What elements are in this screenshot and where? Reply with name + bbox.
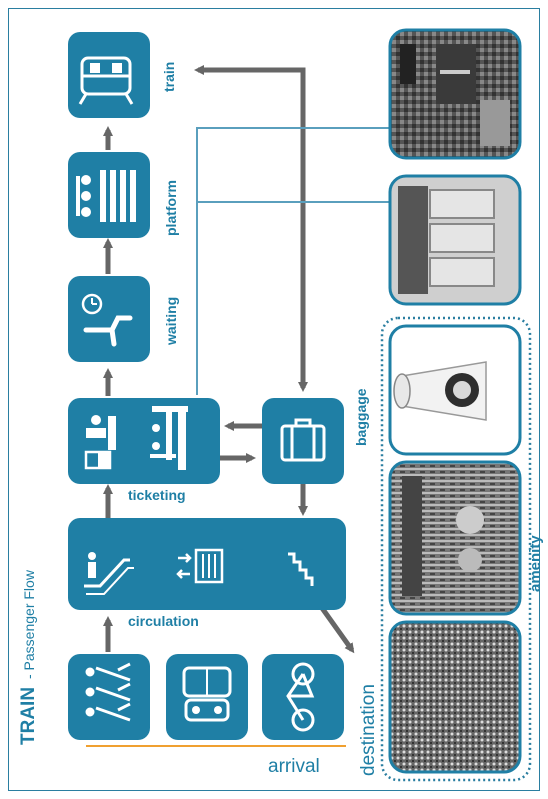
node-baggage: baggage bbox=[262, 388, 369, 484]
diagram-title: TRAIN - Passenger Flow bbox=[18, 569, 39, 745]
fare-gate-icon bbox=[176, 548, 224, 584]
node-train: train bbox=[68, 32, 177, 118]
node-circulation: circulation bbox=[68, 518, 346, 629]
node-waiting: waiting bbox=[68, 276, 179, 362]
node-arrival: arrival bbox=[68, 654, 346, 777]
arrival-label: arrival bbox=[268, 756, 320, 777]
waiting-label: waiting bbox=[163, 297, 179, 346]
photo-coffee-cup bbox=[388, 324, 522, 456]
baggage-box bbox=[262, 398, 344, 484]
node-ticketing: ticketing bbox=[68, 398, 220, 503]
arrow-train-baggage-link bbox=[204, 67, 308, 392]
circulation-box bbox=[68, 518, 346, 610]
waiting-box bbox=[68, 276, 150, 362]
destination-label: destination bbox=[358, 684, 379, 776]
amenity-label: amenity bbox=[527, 535, 544, 592]
photo-departure-board bbox=[388, 28, 522, 160]
platform-box bbox=[68, 152, 150, 238]
escalator-icon bbox=[84, 552, 134, 595]
bus-front-icon bbox=[182, 666, 232, 722]
photo-newsstand bbox=[388, 620, 522, 774]
bicycle-icon bbox=[286, 662, 315, 732]
photo-links bbox=[196, 127, 392, 395]
baggage-label: baggage bbox=[353, 388, 369, 446]
title-main: TRAIN bbox=[18, 687, 39, 745]
node-platform: platform bbox=[68, 152, 179, 238]
walking-people-icon bbox=[85, 662, 131, 722]
ticketing-box bbox=[68, 398, 220, 484]
arrow-circulation-to-destination bbox=[319, 606, 355, 654]
photo-station-shops bbox=[388, 460, 522, 616]
waiting-seat-clock-icon bbox=[81, 293, 133, 347]
title-sub: - Passenger Flow bbox=[21, 569, 37, 679]
ticketing-label: ticketing bbox=[128, 487, 186, 503]
train-front-icon bbox=[78, 56, 134, 105]
ticket-machine-icon bbox=[150, 406, 188, 470]
diagram-frame bbox=[8, 8, 540, 791]
ticket-counter-icon bbox=[84, 415, 116, 470]
link-platform-to-departure-board bbox=[196, 127, 392, 395]
amenity-group: amenity bbox=[380, 316, 544, 782]
photo-ticket-machines bbox=[388, 174, 522, 306]
platform-people-icon bbox=[76, 170, 136, 222]
train-label: train bbox=[161, 62, 177, 92]
suitcase-icon bbox=[280, 418, 326, 462]
arrival-walk-box bbox=[68, 654, 150, 740]
stairs-icon bbox=[288, 552, 314, 586]
flow-arrows bbox=[103, 65, 355, 654]
platform-label: platform bbox=[163, 180, 179, 236]
circulation-label: circulation bbox=[128, 613, 199, 629]
